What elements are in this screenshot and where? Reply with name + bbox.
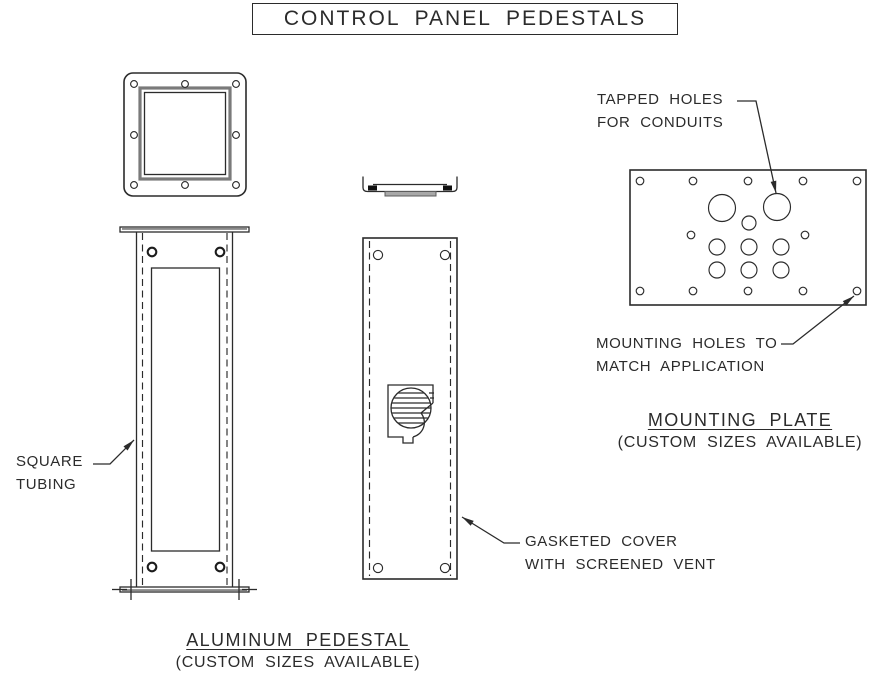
leader-lines	[93, 100, 855, 544]
mounting-plate-view	[629, 169, 867, 306]
gasketed-cover-label: GASKETED COVER WITH SCREENED VENT	[525, 530, 716, 576]
pedestal-front-view	[112, 226, 257, 600]
drawing-title: CONTROL PANEL PEDESTALS	[283, 7, 647, 30]
mounting-holes-line1: MOUNTING HOLES TO	[596, 335, 778, 352]
pedestal-top-view	[123, 72, 247, 197]
tapped-holes-line1: TAPPED HOLES	[597, 91, 724, 108]
tapped-holes-label: TAPPED HOLES FOR CONDUITS	[597, 88, 723, 134]
cover-front-view	[362, 237, 458, 580]
cover-top-view	[362, 176, 458, 197]
mounting-plate-caption: MOUNTING PLATE (CUSTOM SIZES AVAILABLE)	[590, 408, 890, 454]
aluminum-pedestal-title: ALUMINUM PEDESTAL	[186, 630, 410, 650]
square-tubing-line1: SQUARE	[16, 453, 83, 470]
mounting-holes-leader-arrow	[781, 295, 855, 345]
gasketed-cover-line1: GASKETED COVER	[525, 533, 678, 550]
mounting-plate-subtitle: (CUSTOM SIZES AVAILABLE)	[617, 434, 863, 451]
tapped-holes-leader-arrow	[737, 100, 777, 194]
aluminum-pedestal-subtitle: (CUSTOM SIZES AVAILABLE)	[175, 654, 421, 671]
gasketed-cover-leader-arrow	[461, 516, 520, 544]
gasketed-cover-line2: WITH SCREENED VENT	[525, 556, 716, 573]
drawing-title-box: CONTROL PANEL PEDESTALS	[252, 3, 678, 35]
aluminum-pedestal-caption: ALUMINUM PEDESTAL (CUSTOM SIZES AVAILABL…	[142, 628, 454, 674]
square-tubing-leader-arrow	[93, 439, 135, 465]
mounting-holes-line2: MATCH APPLICATION	[596, 358, 765, 375]
mounting-plate-title: MOUNTING PLATE	[647, 410, 833, 430]
mounting-holes-label: MOUNTING HOLES TO MATCH APPLICATION	[596, 332, 777, 378]
square-tubing-label: SQUARE TUBING	[16, 450, 83, 496]
tapped-holes-line2: FOR CONDUITS	[597, 114, 724, 131]
square-tubing-line2: TUBING	[16, 476, 77, 493]
screened-vent-icon	[387, 384, 434, 444]
